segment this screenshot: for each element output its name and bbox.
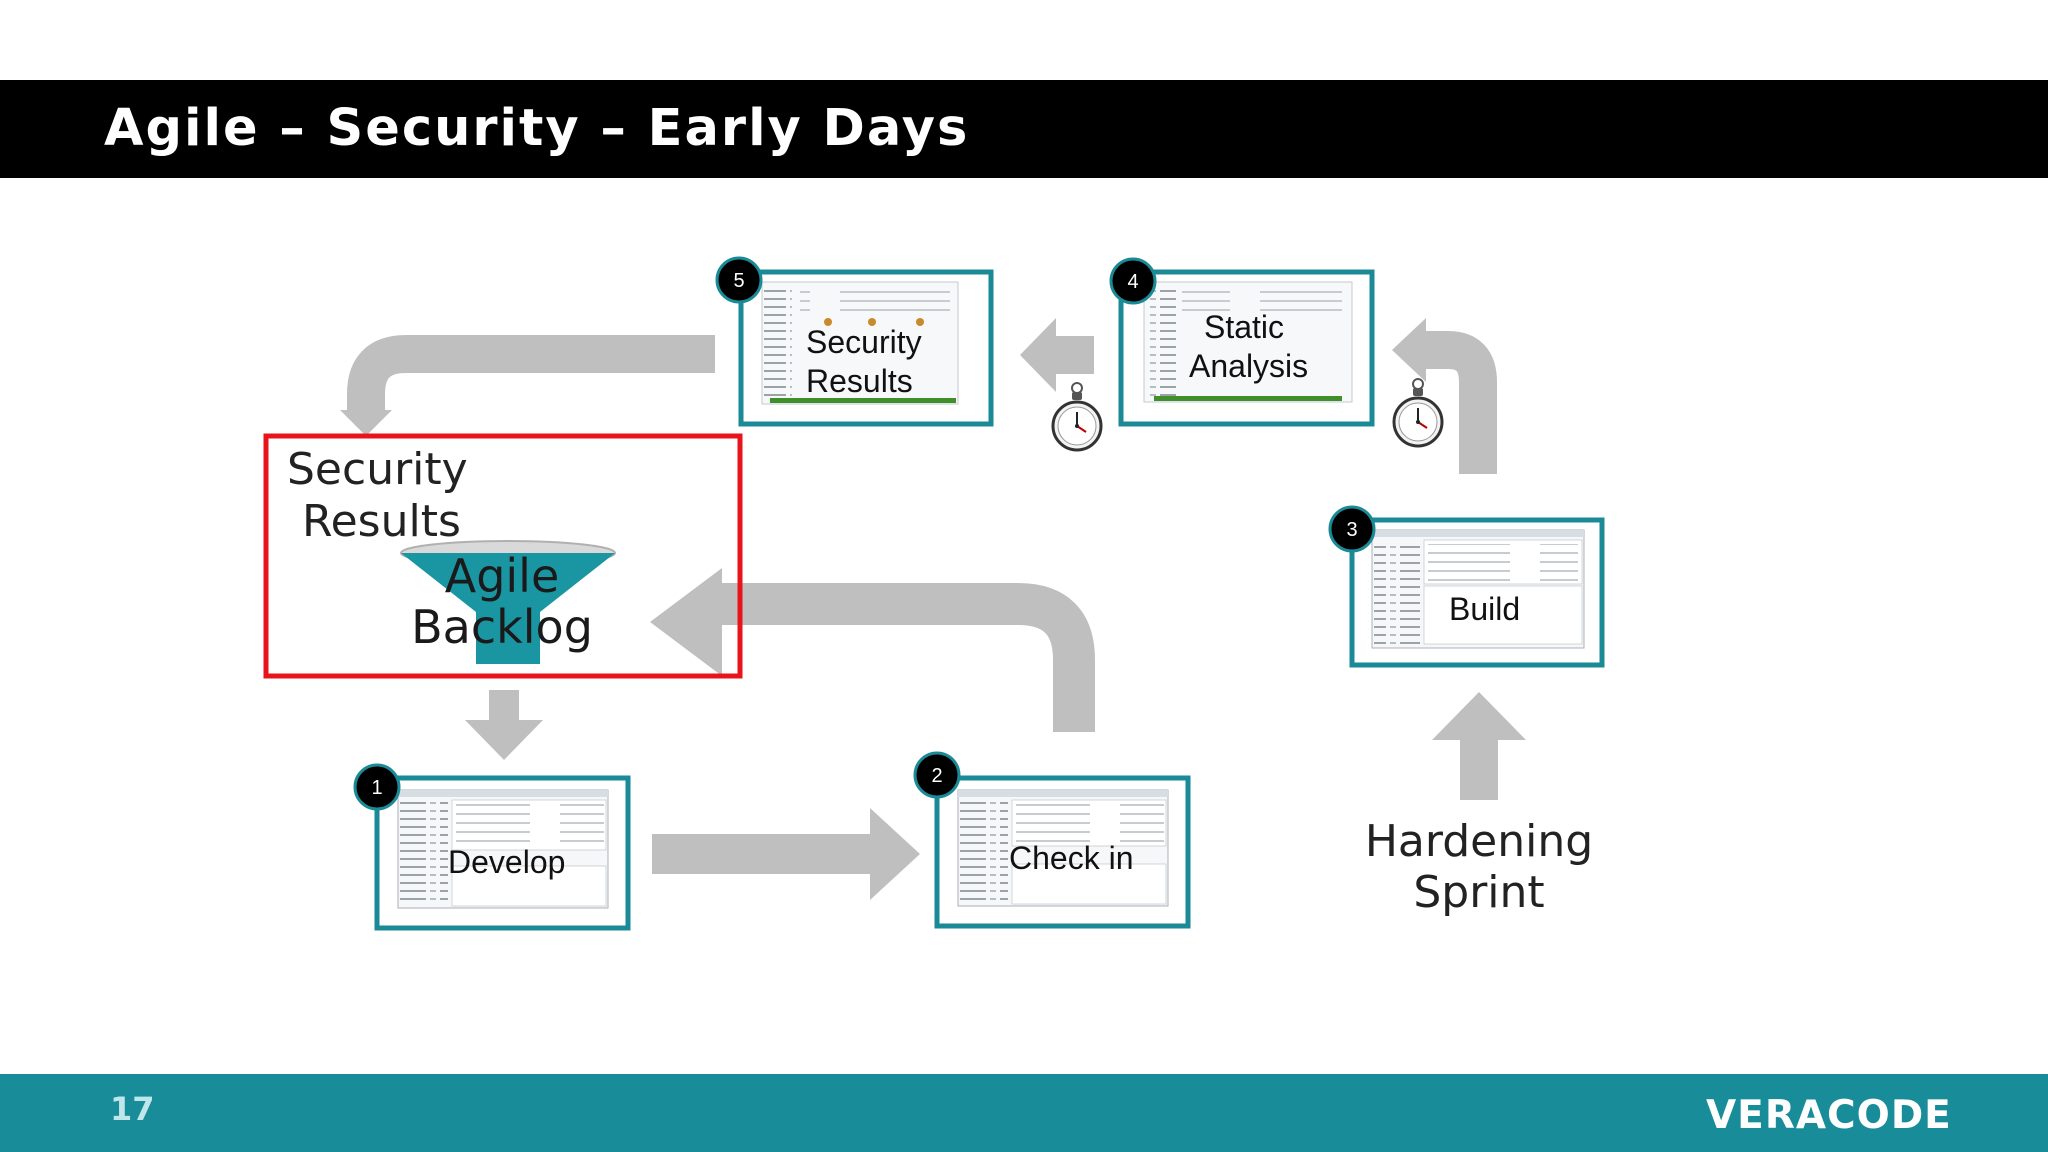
step-badge-5-number: 5 — [733, 270, 744, 292]
checkin-caption: Check in — [1009, 840, 1134, 876]
develop-caption: Develop — [448, 844, 565, 880]
hardening-sprint-label: Hardening Sprint — [1365, 816, 1593, 918]
hardening-line2: Sprint — [1413, 867, 1544, 918]
step-badge-2-number: 2 — [931, 765, 942, 787]
arrow-build-to-analysis — [1392, 318, 1497, 474]
step-check-in: Check in 2 — [913, 751, 1191, 929]
agile-backlog-group: Security Results Agile Backlog — [263, 433, 743, 679]
slide-title: Agile – Security – Early Days — [104, 99, 970, 158]
step-static-analysis: Static Analysis 4 — [1109, 257, 1375, 427]
arrow-backlog-to-develop — [465, 690, 543, 760]
step-badge-4-number: 4 — [1127, 271, 1138, 293]
step-badge-1-number: 1 — [371, 777, 382, 799]
results-caption-line2: Results — [806, 363, 913, 399]
step-badge-2 — [913, 751, 961, 799]
stopwatch-icon — [1051, 381, 1103, 452]
step-badge-3 — [1328, 505, 1376, 553]
step-develop: Develop 1 — [353, 763, 631, 931]
veracode-logo: VERACODE — [1706, 1093, 1952, 1138]
build-caption: Build — [1449, 591, 1520, 627]
results-caption-line1: Security — [806, 324, 922, 360]
step-badge-3-number: 3 — [1346, 519, 1357, 541]
arrow-develop-to-checkin — [652, 808, 920, 900]
footer-bar — [0, 1074, 2048, 1152]
arrow-analysis-to-results — [1020, 318, 1094, 392]
step-build: Build 3 — [1328, 505, 1605, 668]
backlog-highlight-frame — [263, 433, 743, 679]
backlog-label-line2: Results — [302, 496, 461, 547]
step-badge-4 — [1109, 257, 1157, 305]
funnel-label-line2: Backlog — [411, 600, 593, 654]
stopwatch-icon — [1392, 377, 1444, 448]
page-number: 17 — [110, 1090, 155, 1128]
arrow-hardening-to-build — [1432, 692, 1526, 800]
step-security-results: Security Results 5 — [715, 256, 994, 427]
arrow-results-to-backlog — [340, 335, 715, 436]
funnel-label-line1: Agile — [445, 549, 560, 603]
title-bar — [0, 80, 2048, 178]
step-badge-1 — [353, 763, 401, 811]
step-badge-5 — [715, 256, 763, 304]
analysis-caption-line2: Analysis — [1189, 348, 1308, 384]
arrow-checkin-to-backlog — [650, 568, 1095, 732]
hardening-line1: Hardening — [1365, 816, 1593, 867]
backlog-label-line1: Security — [287, 444, 468, 495]
funnel-icon — [401, 553, 615, 664]
analysis-caption-line1: Static — [1204, 309, 1284, 345]
